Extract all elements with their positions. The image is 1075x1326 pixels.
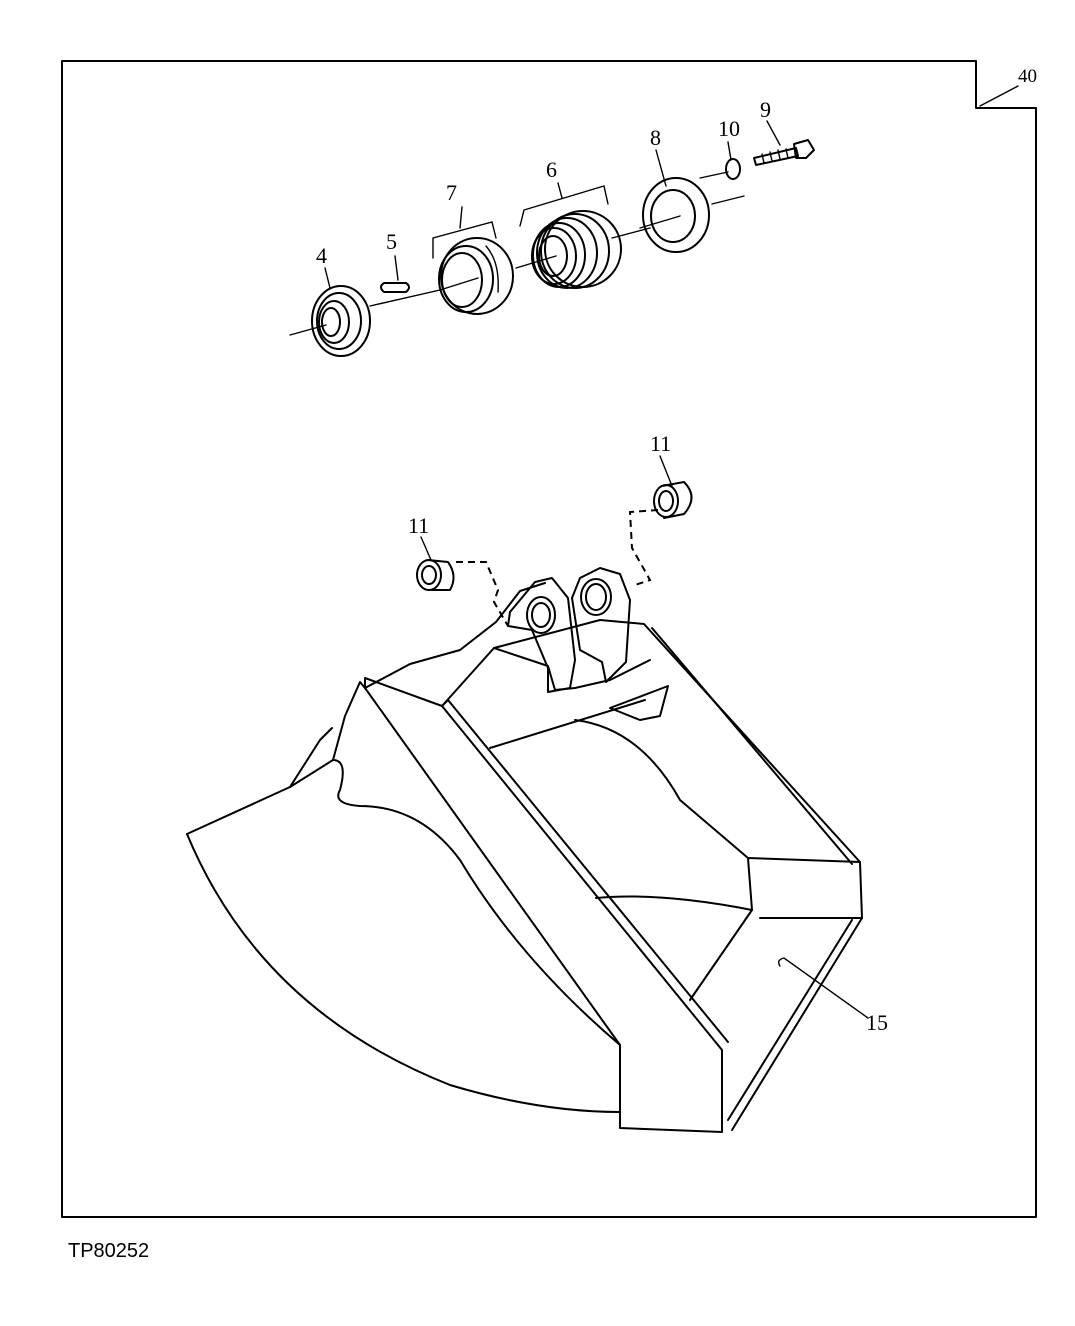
part-5-pin: [380, 255, 410, 293]
callout-8: 8: [650, 125, 661, 150]
part-10-washer: [725, 141, 741, 180]
part-15-bucket: [186, 567, 869, 1133]
callout-15: 15: [866, 1010, 888, 1035]
callout-10: 10: [718, 116, 740, 141]
part-9-cap-screw: [753, 120, 815, 166]
part-11-bushing-left: [416, 536, 509, 627]
callout-4: 4: [316, 243, 327, 268]
part-6-shims: [515, 182, 651, 289]
callout-9: 9: [760, 97, 771, 122]
callout-6: 6: [546, 157, 557, 182]
part-4-seal: [289, 267, 441, 357]
callout-7: 7: [446, 180, 457, 205]
callout-11-right: 11: [650, 431, 671, 456]
part-8-plate: [639, 149, 745, 253]
callout-11-left: 11: [408, 513, 429, 538]
page-number: 40: [1018, 66, 1037, 87]
part-11-bushing-right: [628, 455, 693, 587]
sheet-frame: 40: [61, 60, 1037, 1218]
callout-5: 5: [386, 229, 397, 254]
figure-id: TP80252: [68, 1240, 150, 1262]
part-7-spacer: [432, 206, 514, 315]
